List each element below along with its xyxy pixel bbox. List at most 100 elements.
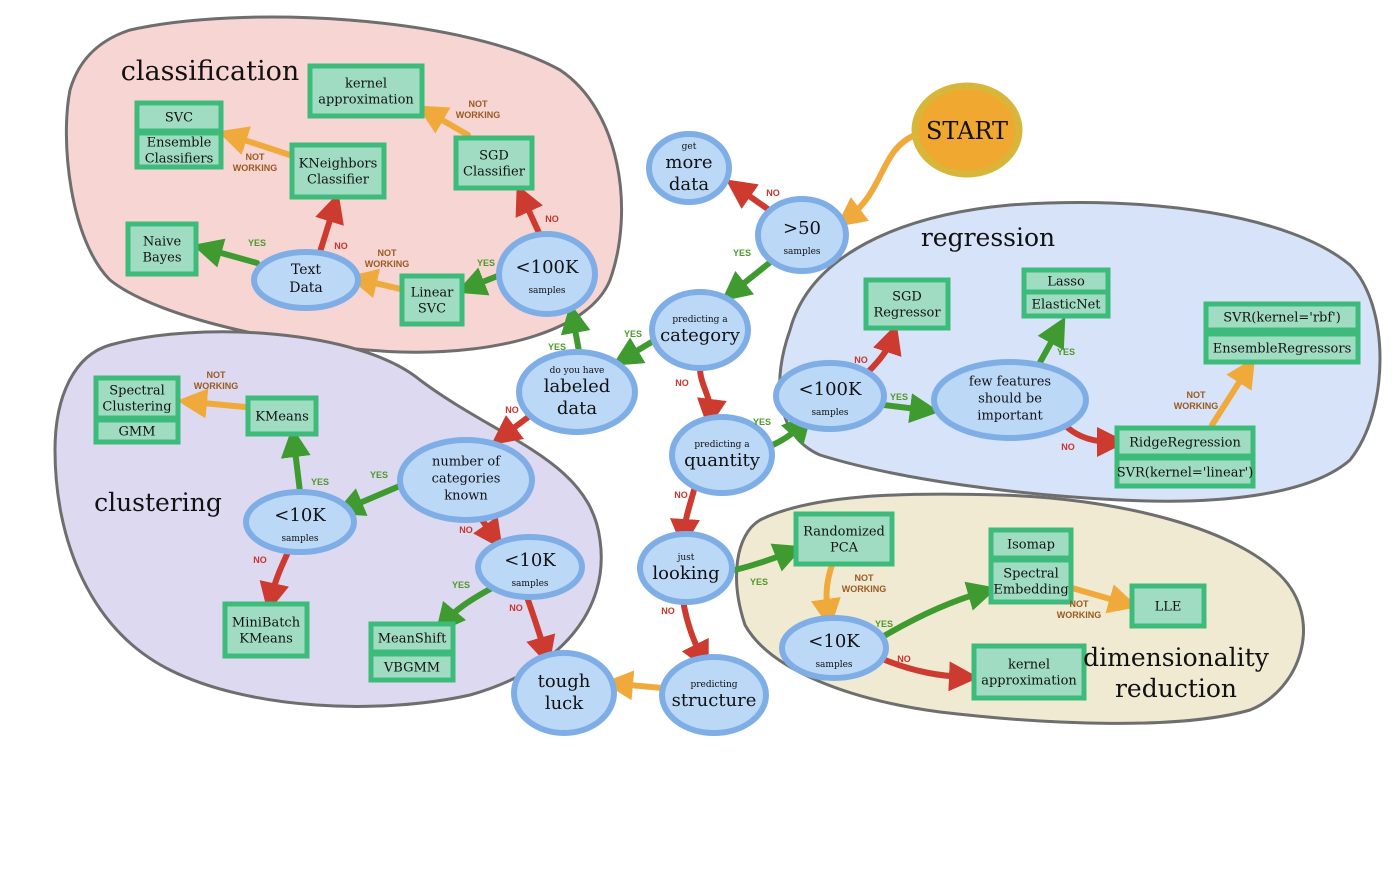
edge-label-no-26: NO (509, 603, 523, 613)
edge-kmeans-spectral (177, 388, 248, 419)
randomized-pca-box-label-0: Randomized (803, 525, 885, 540)
edge-label-yes-30: YES (875, 619, 893, 629)
dimred-lt10k-node: <10K samples (779, 615, 889, 681)
edge-few-ridge (1065, 425, 1127, 457)
elasticnet-box-label-0: ElasticNet (1031, 298, 1101, 313)
tough-luck-node-label-1: luck (545, 693, 584, 714)
edge-rpca-dim-lt10k (811, 562, 841, 629)
edge-label-not-working-29-1: WORKING (842, 584, 887, 594)
classification-lt100k-node-small-label: samples (528, 286, 565, 296)
text-data-node-label-0: Text (291, 262, 321, 278)
predicting-category-node-small-label: predicting a (672, 315, 728, 325)
ridge-regression-box: RidgeRegression (1114, 425, 1256, 459)
kmeans-box-label-0: KMeans (255, 410, 309, 425)
edge-label-yes-2: YES (624, 329, 642, 339)
edge-label-no-15: NO (854, 355, 868, 365)
gt50-samples-node-small-label: samples (783, 247, 820, 257)
dimred-lt10k-node-label-0: <10K (808, 631, 860, 652)
clustering-lt10k-a-node-small-label: samples (281, 534, 318, 544)
classification-kernel-approximation-box-label-0: kernel (345, 77, 387, 92)
edge-num-categories-clu-a (334, 482, 405, 516)
lasso-box-label-0: Lasso (1047, 275, 1085, 290)
classification-lt100k-node: <100K samples (496, 231, 598, 317)
classification-kernel-approximation-box-label-1: approximation (318, 93, 414, 108)
randomized-pca-box-label-1: PCA (830, 541, 859, 556)
edge-clu-b-toughluck (524, 594, 556, 667)
lasso-box: Lasso (1021, 267, 1111, 295)
edge-spectral-embedding-lle (1069, 584, 1139, 614)
edge-label-no-18: NO (1061, 442, 1075, 452)
clustering-lt10k-b-node-small-label: samples (511, 579, 548, 589)
text-data-node-label-1: Data (289, 280, 323, 296)
edge-label-not-working-11-0: NOT (246, 152, 266, 162)
labeled-data-node-small-label: do you have (550, 366, 605, 376)
few-features-node-label-2: important (977, 409, 1043, 424)
naive-bayes-box-label-1: Bayes (142, 251, 181, 266)
lle-box-label-0: LLE (1155, 600, 1182, 615)
edge-label-yes-7: YES (477, 258, 495, 268)
isomap-box: Isomap (988, 527, 1074, 561)
edge-cls-lt100k-linearsvc (456, 267, 503, 296)
regression-title: regression (921, 223, 1055, 252)
edge-gt50-category (721, 257, 776, 302)
few-features-node: few features should be important (931, 359, 1089, 441)
ensemble-classifiers-box-label-0: Ensemble (147, 136, 212, 151)
sgd-regressor-box-label-0: SGD (892, 290, 922, 305)
predicting-category-node-label-0: category (660, 325, 741, 346)
tough-luck-node-label-0: tough (538, 671, 591, 692)
edge-sgd-kernel (417, 105, 471, 138)
dimred-kernel-approximation-box-label-1: approximation (981, 674, 1077, 689)
edge-label-no-6: NO (545, 214, 559, 224)
elasticnet-box: ElasticNet (1021, 289, 1111, 319)
kneighbors-classifier-box-label-1: Classifier (307, 173, 370, 188)
edge-label-no-31: NO (897, 654, 911, 664)
ensemble-regressors-box-label-0: EnsembleRegressors (1213, 342, 1352, 357)
kmeans-box: KMeans (245, 395, 319, 437)
edge-clu-a-kmeans (280, 427, 311, 495)
gt50-samples-node: >50 samples (755, 196, 849, 274)
edge-label-yes-20: YES (370, 470, 388, 480)
edge-label-yes-10: YES (248, 238, 266, 248)
predicting-quantity-node-label-0: quantity (684, 450, 761, 471)
clustering-title: clustering (94, 488, 222, 517)
regression-lt100k-node-small-label: samples (811, 408, 848, 418)
number-of-categories-node-label-0: number of (432, 455, 501, 470)
kneighbors-classifier-box-label-0: KNeighbors (299, 157, 378, 172)
few-features-node-label-1: should be (978, 392, 1042, 407)
dimred-lt10k-node-small-label: samples (815, 660, 852, 670)
linear-svc-box-label-1: SVC (418, 302, 446, 317)
clustering-lt10k-b-node-label-0: <10K (504, 550, 556, 571)
edge-label-no-14: NO (674, 490, 688, 500)
number-of-categories-node-label-2: known (444, 489, 488, 504)
classification-lt100k-node-label-0: <100K (516, 257, 579, 278)
ridge-regression-box-label-0: RidgeRegression (1129, 436, 1241, 451)
edge-label-not-working-32-0: NOT (1070, 599, 1090, 609)
edge-label-yes-1: YES (733, 248, 751, 258)
edge-label-not-working-23-0: NOT (207, 370, 227, 380)
edge-textdata-kneighbors (315, 192, 344, 255)
vbgmm-box: VBGMM (368, 651, 456, 683)
clustering-lt10k-a-node-label-0: <10K (274, 505, 326, 526)
meanshift-box-label-0: MeanShift (378, 632, 447, 647)
edge-label-not-working-32-1: WORKING (1057, 610, 1102, 620)
edge-few-lasso (1035, 316, 1066, 369)
few-features-node-label-0: few features (969, 375, 1051, 390)
gt50-samples-node-label-0: >50 (783, 218, 821, 239)
classification-title: classification (121, 56, 300, 87)
edge-kneighbors-svc (217, 126, 293, 158)
edge-label-yes-13: YES (753, 417, 771, 427)
edge-start-gt50 (836, 132, 918, 228)
edge-label-yes-22: YES (311, 477, 329, 487)
edge-label-yes-4: YES (548, 342, 566, 352)
labeled-data-node-label-0: labeled (544, 376, 611, 397)
